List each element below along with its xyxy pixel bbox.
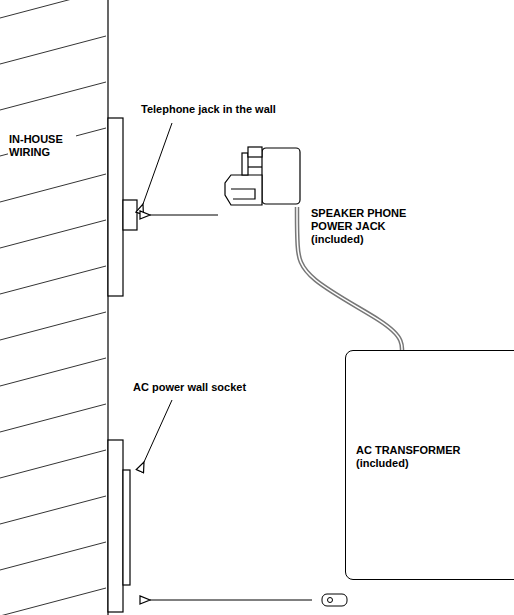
hatch-stroke [0, 174, 106, 202]
hatch-stroke [0, 312, 106, 340]
hatch-stroke [0, 358, 106, 386]
plug-latch [242, 153, 248, 175]
insert-arrow [150, 215, 218, 216]
outlet-plate [108, 440, 123, 612]
hatch-stroke [0, 82, 106, 110]
plug-body [262, 148, 300, 204]
hatch-stroke [0, 588, 106, 615]
box-label: AC TRANSFORMER (included) [356, 444, 468, 470]
plug-prong [322, 594, 347, 606]
jack-socket [123, 200, 137, 230]
transformer-box: AC TRANSFORMER (included) [345, 350, 514, 580]
hatch-stroke [0, 0, 106, 18]
hatch-stroke [0, 404, 106, 432]
jack-plate [108, 118, 123, 296]
insert-arrow [150, 600, 312, 601]
callout-label: AC power wall socket [132, 381, 247, 394]
outlet-face [123, 470, 130, 585]
hatch-stroke [0, 496, 106, 524]
hatch-stroke [0, 220, 106, 248]
wall-hatching [0, 0, 106, 615]
latch-link [248, 166, 262, 167]
callout-label: Telephone jack in the wall [140, 103, 277, 116]
part-label: SPEAKER PHONE POWER JACK (included) [311, 207, 407, 246]
hatch-stroke [0, 36, 106, 64]
plug-drawing [225, 145, 301, 207]
hatch-stroke [0, 266, 106, 294]
callout-label: IN-HOUSE WIRING [8, 133, 76, 159]
plug-connector [225, 175, 262, 205]
leader-line [144, 400, 172, 462]
plug-device: SPEAKER PHONE POWER JACK (included) [225, 145, 301, 207]
hatch-stroke [0, 450, 106, 478]
plug-contact [231, 189, 255, 199]
plug-latch-top [248, 147, 262, 157]
prong-hole [328, 598, 333, 603]
leader-line [143, 123, 172, 204]
hatch-stroke [0, 542, 106, 570]
